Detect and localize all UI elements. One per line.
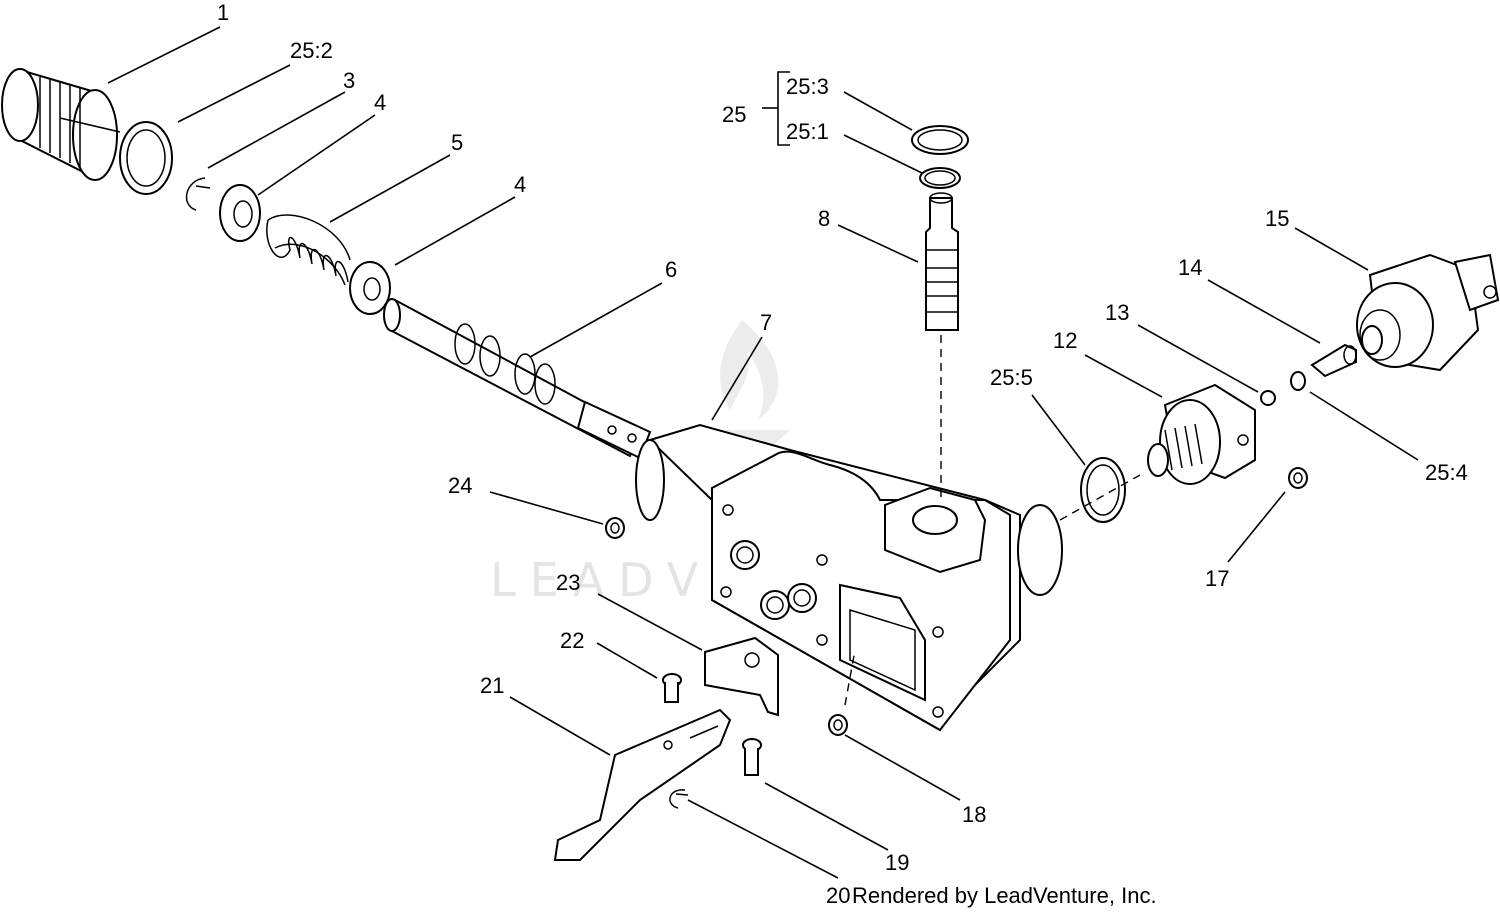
callout-21: 21	[480, 673, 504, 698]
part-19-screw	[742, 738, 762, 776]
callout-25-5: 25:5	[990, 365, 1033, 390]
callout-25-1: 25:1	[786, 119, 829, 144]
callout-15: 15	[1265, 206, 1289, 231]
part-7-valve-body	[635, 423, 1063, 732]
part-15-cap	[1356, 253, 1500, 372]
callout-8: 8	[818, 206, 830, 231]
callout-12: 12	[1053, 328, 1077, 353]
callout-13: 13	[1105, 300, 1129, 325]
callout-1: 1	[217, 0, 229, 25]
part-4-washer-b	[349, 261, 391, 315]
callout-4a: 4	[374, 90, 386, 115]
part-4-washer-a	[219, 184, 261, 242]
callout-14: 14	[1178, 255, 1202, 280]
part-22-pin	[662, 673, 682, 703]
part-20-e-clip	[669, 789, 689, 809]
part-5-spring	[266, 214, 351, 286]
part-24-screw	[605, 517, 625, 539]
callout-20: 20	[826, 883, 850, 908]
part-25-2-ring	[119, 121, 173, 195]
callout-6: 6	[665, 257, 677, 282]
part-21-lever	[553, 708, 732, 861]
callout-25-3: 25:3	[786, 74, 829, 99]
callout-25-4: 25:4	[1425, 460, 1468, 485]
part-25-3-oring	[911, 125, 969, 155]
part-25-4-oring	[1290, 371, 1306, 391]
part-12-fitting	[1147, 383, 1256, 485]
callout-7: 7	[760, 310, 772, 335]
credit-text: Rendered by LeadVenture, Inc.	[852, 883, 1157, 908]
part-18-screw	[828, 649, 856, 736]
callouts: 1 25:2 3 4 5 4 6 7 25 25:3 25:1 8 15 14 …	[217, 0, 1468, 908]
callout-25-2: 25:2	[290, 38, 333, 63]
part-25-1-oring	[919, 167, 961, 189]
part-17-screw	[1288, 467, 1308, 489]
part-8-plunger	[925, 192, 959, 500]
callout-22: 22	[560, 628, 584, 653]
part-23-bracket	[704, 636, 779, 717]
callout-18: 18	[962, 802, 986, 827]
callout-25: 25	[722, 102, 746, 127]
part-13-ball	[1260, 390, 1276, 406]
part-6-spool	[383, 298, 652, 460]
flame-logo-icon	[720, 320, 779, 420]
part-14-pin	[1310, 343, 1357, 378]
callout-3: 3	[343, 68, 355, 93]
callout-19: 19	[885, 850, 909, 875]
part-1-threaded-cap	[1, 68, 121, 181]
callout-23: 23	[556, 570, 580, 595]
callout-17: 17	[1205, 566, 1229, 591]
callout-24: 24	[448, 473, 472, 498]
part-3-e-clip	[185, 177, 211, 211]
callout-4b: 4	[514, 172, 526, 197]
part-25-5-seal	[1059, 457, 1141, 523]
leader-lines	[107, 26, 1419, 879]
callout-5: 5	[451, 130, 463, 155]
